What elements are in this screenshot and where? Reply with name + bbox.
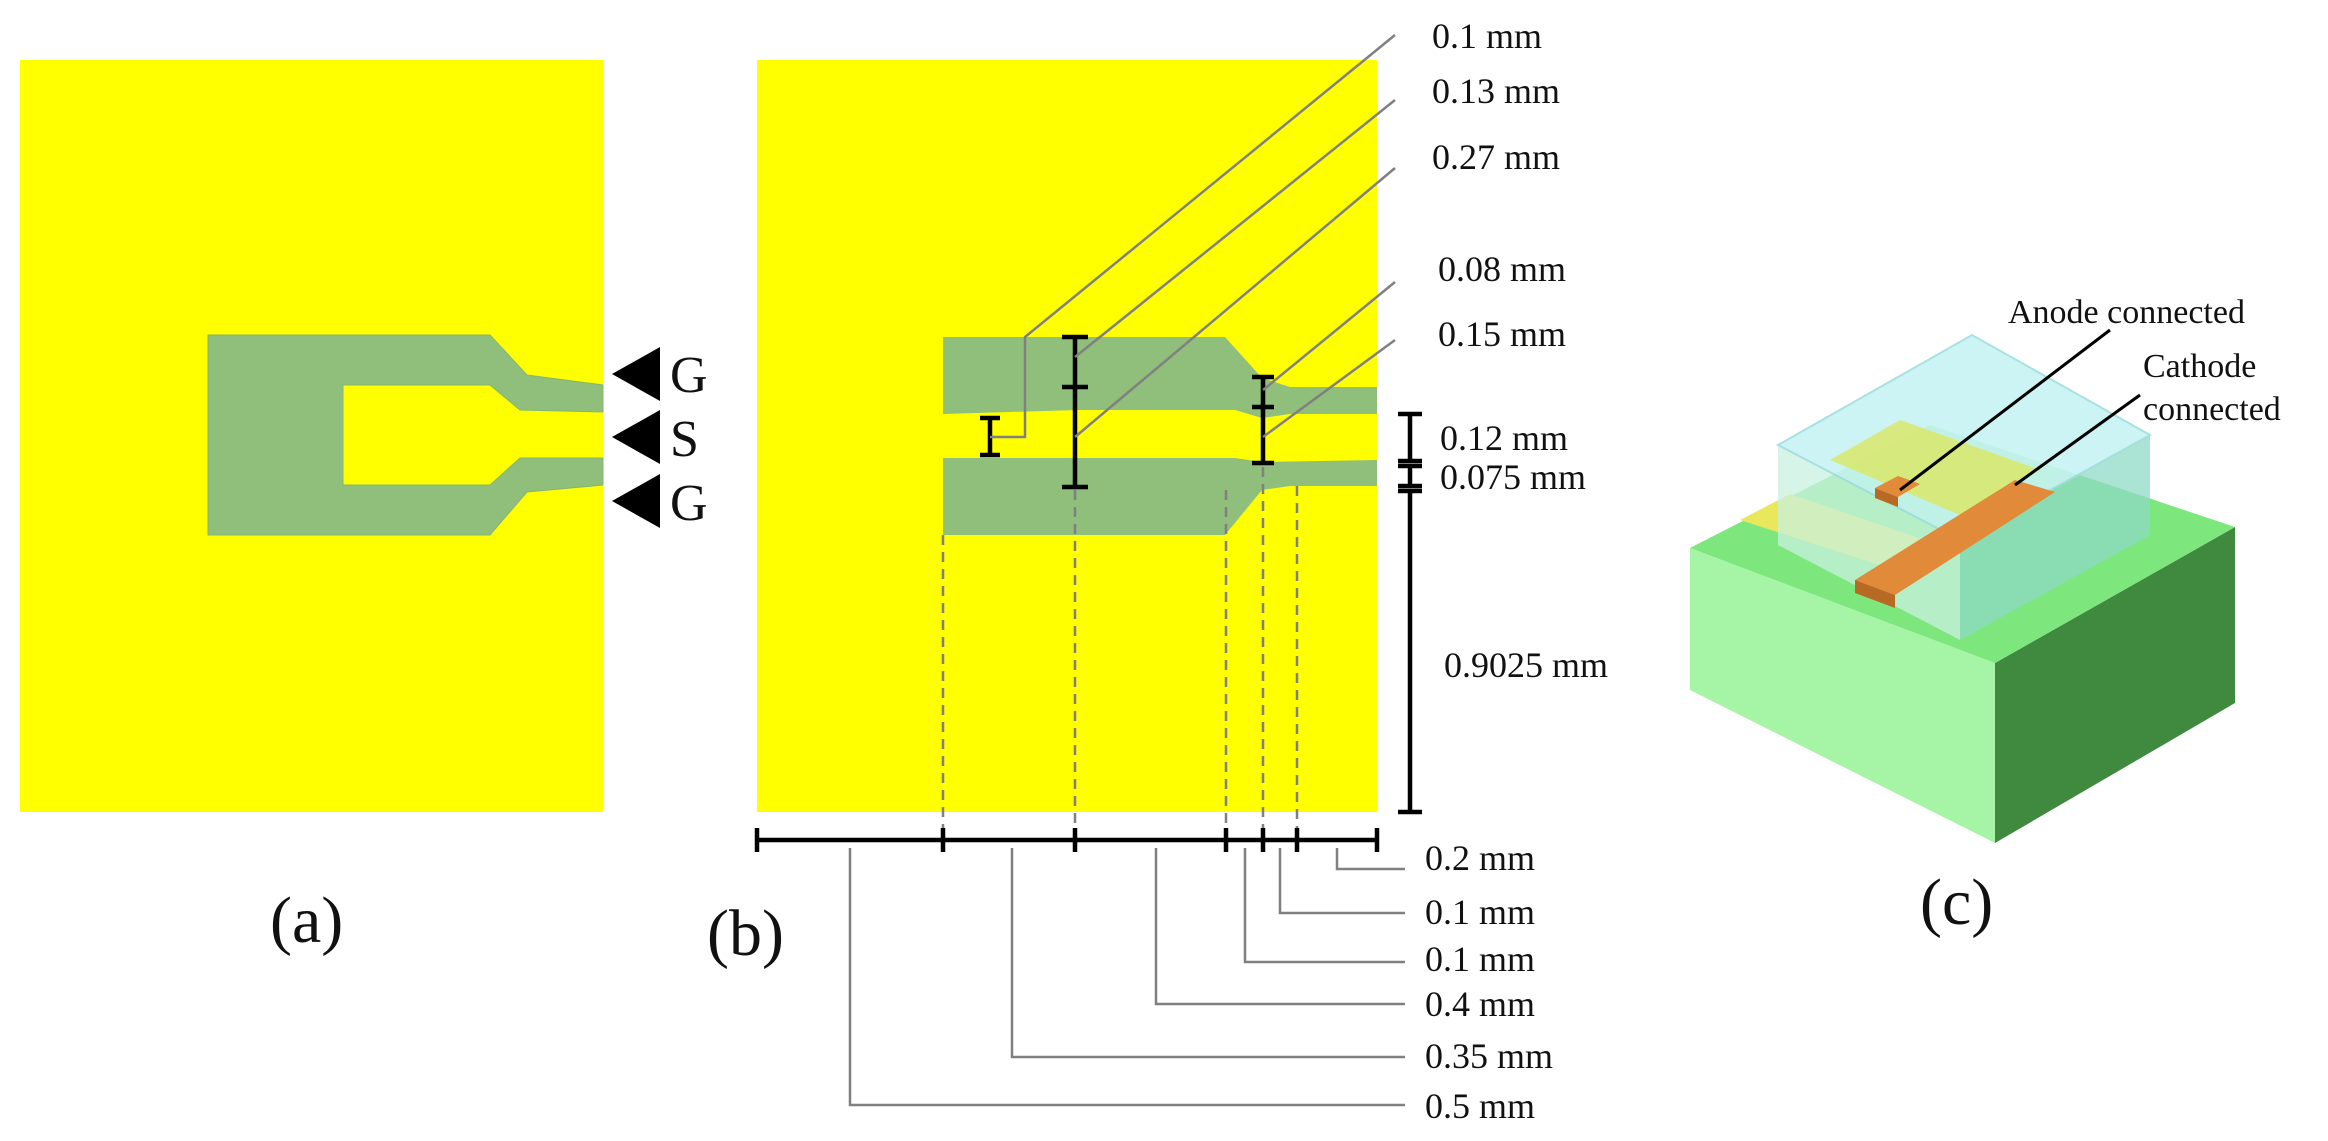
dim-right-2: 0.075 mm (1440, 457, 1586, 497)
bottom-leader-lines (848, 848, 1405, 1107)
panel-b-substrate (757, 60, 1377, 812)
glass-cap-right (1960, 435, 2150, 640)
inner-dimension-bars (980, 334, 1274, 490)
anode-label: Anode connected (2008, 294, 2245, 331)
cathode-leader-line (2014, 393, 2141, 487)
triangle-probe-icon (612, 410, 660, 464)
panel-b: 0.1 mm 0.13 mm 0.27 mm 0.08 mm 0.15 mm 0… (707, 16, 1608, 1126)
caption-c: (c) (1920, 866, 1993, 939)
cathode-electrode-side (1855, 580, 1895, 608)
dim-right-1: 0.12 mm (1440, 418, 1568, 458)
anode-electrode-side (1875, 488, 1898, 507)
glass-cap-left (1778, 445, 1960, 640)
dim-top-4: 0.08 mm (1438, 249, 1566, 289)
caption-b: (b) (707, 897, 784, 970)
cathode-electrode (1855, 480, 2055, 595)
dim-top-1: 0.1 mm (1432, 16, 1542, 56)
anode-leader-line (1899, 328, 2111, 492)
dim-bottom-3: 0.1 mm (1425, 939, 1535, 979)
dim-bottom-4: 0.4 mm (1425, 984, 1535, 1024)
dim-top-5: 0.15 mm (1438, 314, 1566, 354)
panel-b-lower-ground-trace (943, 458, 1377, 535)
dim-bottom-5: 0.35 mm (1425, 1036, 1553, 1076)
bottom-dimension-bar (754, 828, 1380, 852)
triangle-probe-icon (612, 474, 660, 528)
cathode-label-line2: connected (2143, 391, 2281, 428)
panel-a-cpw-trace (207, 334, 604, 536)
pad-label-s: S (670, 411, 699, 468)
dim-bottom-1: 0.2 mm (1425, 838, 1535, 878)
panel-a: G S G (a) (20, 60, 708, 957)
triangle-probe-icon (612, 347, 660, 401)
projection-dashes (941, 467, 1299, 830)
pad-label-g-bottom: G (670, 475, 708, 532)
dim-right-3: 0.9025 mm (1444, 645, 1608, 685)
glass-cap-top (1775, 333, 2153, 542)
dim-bottom-2: 0.1 mm (1425, 892, 1535, 932)
inner-yellow-slab (1830, 420, 2040, 515)
caption-a: (a) (270, 884, 343, 957)
dim-top-3: 0.27 mm (1432, 137, 1560, 177)
block-right-face (1995, 527, 2235, 843)
right-dimension-bar (1398, 411, 1422, 815)
panel-c: Anode connected Cathode connected (c) (1690, 294, 2281, 939)
pad-label-g-top: G (670, 347, 708, 404)
dim-top-2: 0.13 mm (1432, 71, 1560, 111)
anode-electrode (1875, 476, 1920, 497)
dim-bottom-6: 0.5 mm (1425, 1086, 1535, 1126)
cathode-label-line1: Cathode (2143, 348, 2256, 385)
block-left-face (1690, 548, 1995, 843)
top-leader-lines (990, 34, 1396, 439)
panel-b-upper-ground-trace (943, 337, 1377, 418)
